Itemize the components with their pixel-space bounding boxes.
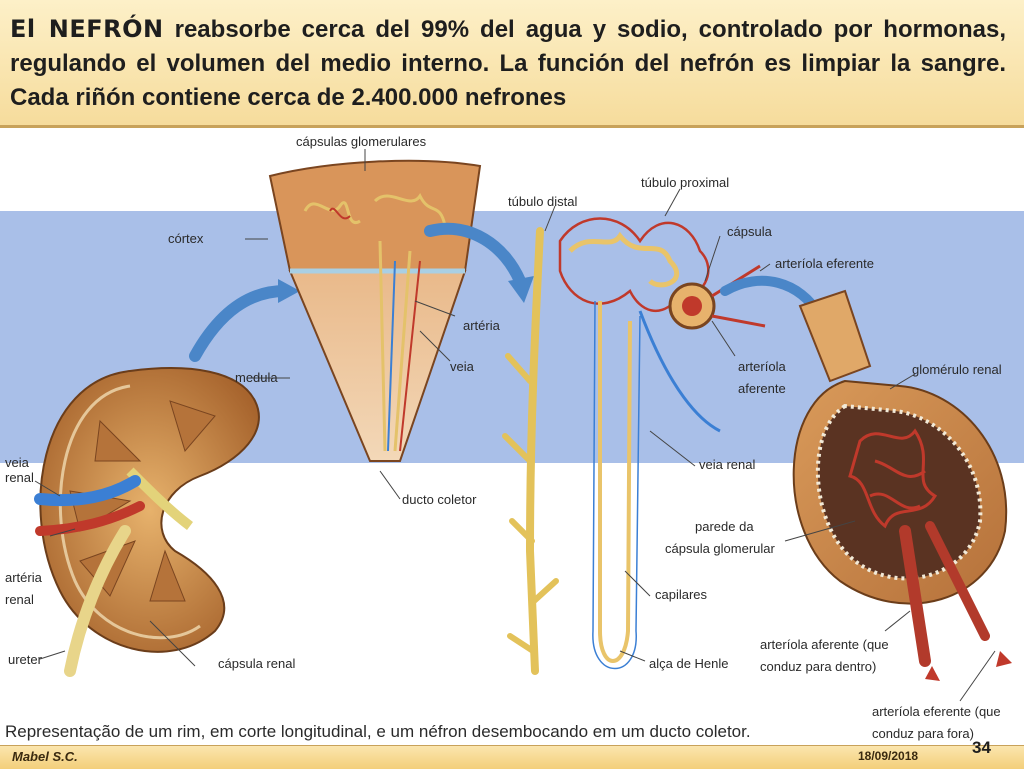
label-glomerulo-renal: glomérulo renal — [912, 362, 1002, 377]
label-alca-henle: alça de Henle — [649, 656, 729, 671]
glomerulus-small — [682, 296, 702, 316]
header-title-rest: reabsorbe cerca del 99% del agua y sodio… — [10, 16, 1006, 111]
collecting-duct — [502, 227, 559, 675]
page-number: 34 — [972, 738, 991, 757]
arrow-kidney-to-wedge-head — [278, 279, 300, 303]
label-medula: medula — [235, 370, 278, 385]
arrow-wedge-to-nephron-head — [508, 276, 534, 303]
arrow-kidney-to-wedge — [189, 285, 291, 362]
footer-date: 18/09/2018 — [858, 749, 919, 763]
label-capsulas: cápsulas glomerulares — [296, 134, 427, 149]
label-veia-renal-2: renal — [5, 470, 34, 485]
arrow-wedge-to-nephron — [424, 222, 526, 287]
label-tubulo-proximal: túbulo proximal — [641, 175, 729, 190]
diagram-labels: cápsulas glomerulares córtex medula arté… — [5, 134, 1002, 741]
label-arteria-renal-2: renal — [5, 592, 34, 607]
label-eferente-fora-2: conduz para fora) — [872, 726, 974, 741]
label-parede-1: parede da — [695, 519, 754, 534]
kidney-wedge — [268, 159, 482, 462]
label-arteriola-aferente-1: arteríola — [738, 359, 786, 374]
slide-header: El NEFRÓN reabsorbe cerca del 99% del ag… — [0, 0, 1024, 128]
footer-author: Mabel S.C. — [12, 749, 78, 764]
label-ducto-coletor: ducto coletor — [402, 492, 477, 507]
nephron-figure: cápsulas glomerulares córtex medula arté… — [0, 131, 1024, 747]
label-capsula-renal: cápsula renal — [218, 656, 295, 671]
label-parede-2: cápsula glomerular — [665, 541, 776, 556]
top-white-band — [0, 131, 1024, 211]
renal-vein — [34, 475, 141, 507]
figure-caption: Representação de um rim, em corte longit… — [5, 722, 751, 741]
label-arteria: artéria — [463, 318, 501, 333]
kidney-pyramids — [69, 400, 216, 602]
kidney-cortex-line — [58, 384, 201, 640]
kidney-outline — [39, 367, 260, 653]
label-veia-renal-nefron: veia renal — [699, 457, 755, 472]
label-capsula: cápsula — [727, 224, 773, 239]
label-cortex: córtex — [168, 231, 204, 246]
nephron-diagram: cápsulas glomerulares córtex medula arté… — [0, 131, 1024, 741]
renal-artery — [35, 501, 145, 536]
label-capilares: capilares — [655, 587, 708, 602]
slide-footer: Mabel S.C. 18/09/2018 34 — [0, 738, 1024, 769]
header-text: El NEFRÓN reabsorbe cerca del 99% del ag… — [10, 12, 1006, 115]
label-aferente-dentro-1: arteríola aferente (que — [760, 637, 889, 652]
ureter-tube — [64, 525, 131, 677]
label-ureter: ureter — [8, 652, 43, 667]
glomerulus-detail — [792, 289, 1012, 681]
label-aferente-dentro-2: conduz para dentro) — [760, 659, 876, 674]
label-eferente-fora-1: arteríola eferente (que — [872, 704, 1001, 719]
label-arteriola-eferente: arteríola eferente — [775, 256, 874, 271]
label-veia-renal-1: veia — [5, 455, 30, 470]
label-veia: veia — [450, 359, 475, 374]
header-title-bold: El NEFRÓN — [10, 15, 164, 43]
kidney-section — [34, 367, 260, 677]
label-arteria-renal-1: artéria — [5, 570, 43, 585]
label-tubulo-distal: túbulo distal — [508, 194, 577, 209]
label-arteriola-aferente-2: aferente — [738, 381, 786, 396]
leader-lines — [34, 149, 996, 702]
